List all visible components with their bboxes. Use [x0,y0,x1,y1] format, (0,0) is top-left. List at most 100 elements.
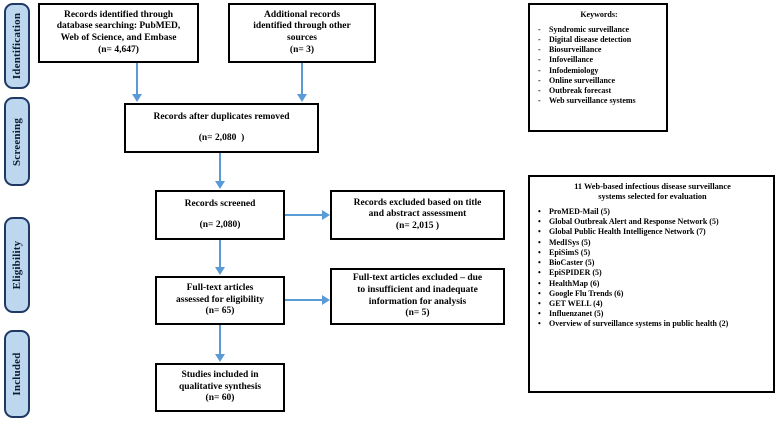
list-item: • EpiSimS (5) [538,248,767,258]
list-item-label: Outbreak forecast [549,86,612,95]
box-line: (n= 3) [289,44,315,55]
bullet-glyph: • [538,227,541,237]
bullet-glyph: • [538,319,541,329]
arrow-head-screened-to-fulltext [215,267,225,275]
list-item-label: Digital disease detection [549,34,632,44]
bullet-glyph: • [538,258,541,268]
bullet-glyph: • [538,247,541,257]
box-line: to insufficient and inadequate [357,284,478,295]
arrow-head-identified-db [132,94,142,102]
list-item-label: Google Flu Trends (6) [549,288,624,298]
list-item-label: GET WELL (4) [549,299,603,309]
list-item-label: EpiSimS (5) [549,247,591,257]
connector-identified-other-down [301,63,303,95]
list-item: • Overview of surveillance systems in pub… [538,319,767,329]
list-item-label: Overview of surveillance systems in publ… [549,319,729,329]
box-line: (n= 5) [405,308,430,319]
list-item-label: Web surveillance systems [549,96,636,106]
bullet-glyph: • [538,309,541,319]
connector-fulltext-to-excluded [285,299,323,301]
box-line: (n= 60) [205,393,235,404]
stage-tab-screening: Screening [4,97,30,186]
list-item: • Influenzanet (5) [538,309,767,319]
list-item: -Online surveillance [538,76,660,86]
list-item-label: Global Outbreak Alert and Response Netwo… [549,217,719,227]
list-item: • HealthMap (6) [538,279,767,289]
bullet-glyph: • [538,237,541,247]
list-item: -Syndromic surveillance [538,25,660,35]
bullet-glyph: - [538,45,541,55]
list-item-label: Syndromic surveillance [549,24,630,34]
connector-fulltext-to-included [219,325,221,355]
box-line: (n= 4,647) [98,44,139,55]
arrow-head-fulltext-to-included [215,354,225,362]
box-records-identified-database: Records identified through database sear… [38,3,199,63]
connector-duplicates-to-screened [219,153,221,182]
bullet-glyph: - [538,96,541,106]
bullet-glyph: - [538,24,541,34]
box-line: identified through other [253,21,351,32]
bullet-glyph: - [538,75,541,85]
bullet-glyph: - [538,55,541,65]
list-item: •EpiSPIDER (5) [538,268,767,278]
connector-screened-to-fulltext [219,240,221,268]
box-fulltext-assessed: Full-text articles assessed for eligibil… [155,276,285,325]
bullet-glyph: - [538,34,541,44]
keywords-panel-title: Keywords: [580,10,618,19]
box-line: (n= 2,080 ) [198,132,245,143]
list-item: -Digital disease detection [538,35,660,45]
list-item-label: Global Public Health Intelligence Networ… [549,227,706,237]
list-item: • ProMED-Mail (5) [538,207,767,217]
list-item: -Biosurveillance [538,45,660,55]
list-item: • Global Outbreak Alert and Response Netw… [538,217,767,227]
box-line: database searching: PubMED, [56,21,181,32]
systems-panel-title-line: 11 Web-based infectious disease surveill… [574,182,731,191]
bullet-glyph: • [538,206,541,216]
stage-label-identification: Identification [11,12,23,80]
box-line: (n= 65) [205,306,235,317]
keywords-panel: Keywords: -Syndromic surveillance -Digit… [528,3,668,132]
list-item-label: MedISys (5) [549,237,591,247]
bullet-glyph: • [538,288,541,298]
box-line: Records identified through [63,9,174,20]
systems-panel-title-line: systems selected for evaluation [598,191,707,201]
bullet-glyph: • [538,278,541,288]
list-item-label: HealthMap (6) [549,278,600,288]
box-records-excluded: Records excluded based on title and abst… [330,190,505,240]
list-item: •GET WELL (4) [538,299,767,309]
box-line: Records excluded based on title [353,197,482,208]
list-item-label: Infodemiology [549,65,599,75]
arrow-head-fulltext-to-excluded [322,295,330,305]
box-line: (n= 2,015 ) [395,220,440,231]
box-line: Full-text articles excluded – due [352,273,483,284]
list-item: -Infoveillance [538,55,660,65]
list-item-label: BioCaster (5) [549,258,595,268]
list-item: • BioCaster (5) [538,258,767,268]
list-item: -Infodemiology [538,66,660,76]
keywords-list: -Syndromic surveillance -Digital disease… [538,25,660,107]
box-line: Studies included in [181,370,259,381]
bullet-glyph: - [538,86,541,95]
systems-panel: 11 Web-based infectious disease surveill… [528,175,775,393]
connector-screened-to-excluded [285,214,323,216]
list-item: -Outbreak forecast [538,86,660,96]
list-item: • MedISys (5) [538,238,767,248]
box-line: sources [287,33,317,43]
list-item-label: Influenzanet (5) [549,309,604,319]
list-item: • Google Flu Trends (6) [538,289,767,299]
list-item: -Web surveillance systems [538,96,660,106]
arrow-head-identified-other [297,94,307,102]
systems-list: • ProMED-Mail (5) • Global Outbreak Alert … [538,207,767,330]
list-item-label: ProMED-Mail (5) [549,206,610,216]
stage-tab-included: Included [4,330,30,418]
connector-identified-db-down [136,63,138,95]
list-item: • Global Public Health Intelligence Netwo… [538,227,767,237]
bullet-glyph: • [538,268,541,278]
box-line: and abstract assessment [368,209,467,220]
box-line: Additional records [263,9,341,20]
box-records-after-duplicates-removed: Records after duplicates removed (n= 2,0… [124,103,319,153]
bullet-glyph: • [538,217,541,227]
box-line: Web of Science, and Embase [60,33,177,43]
box-line: Records screened [184,198,256,209]
stage-tab-identification: Identification [4,3,30,89]
